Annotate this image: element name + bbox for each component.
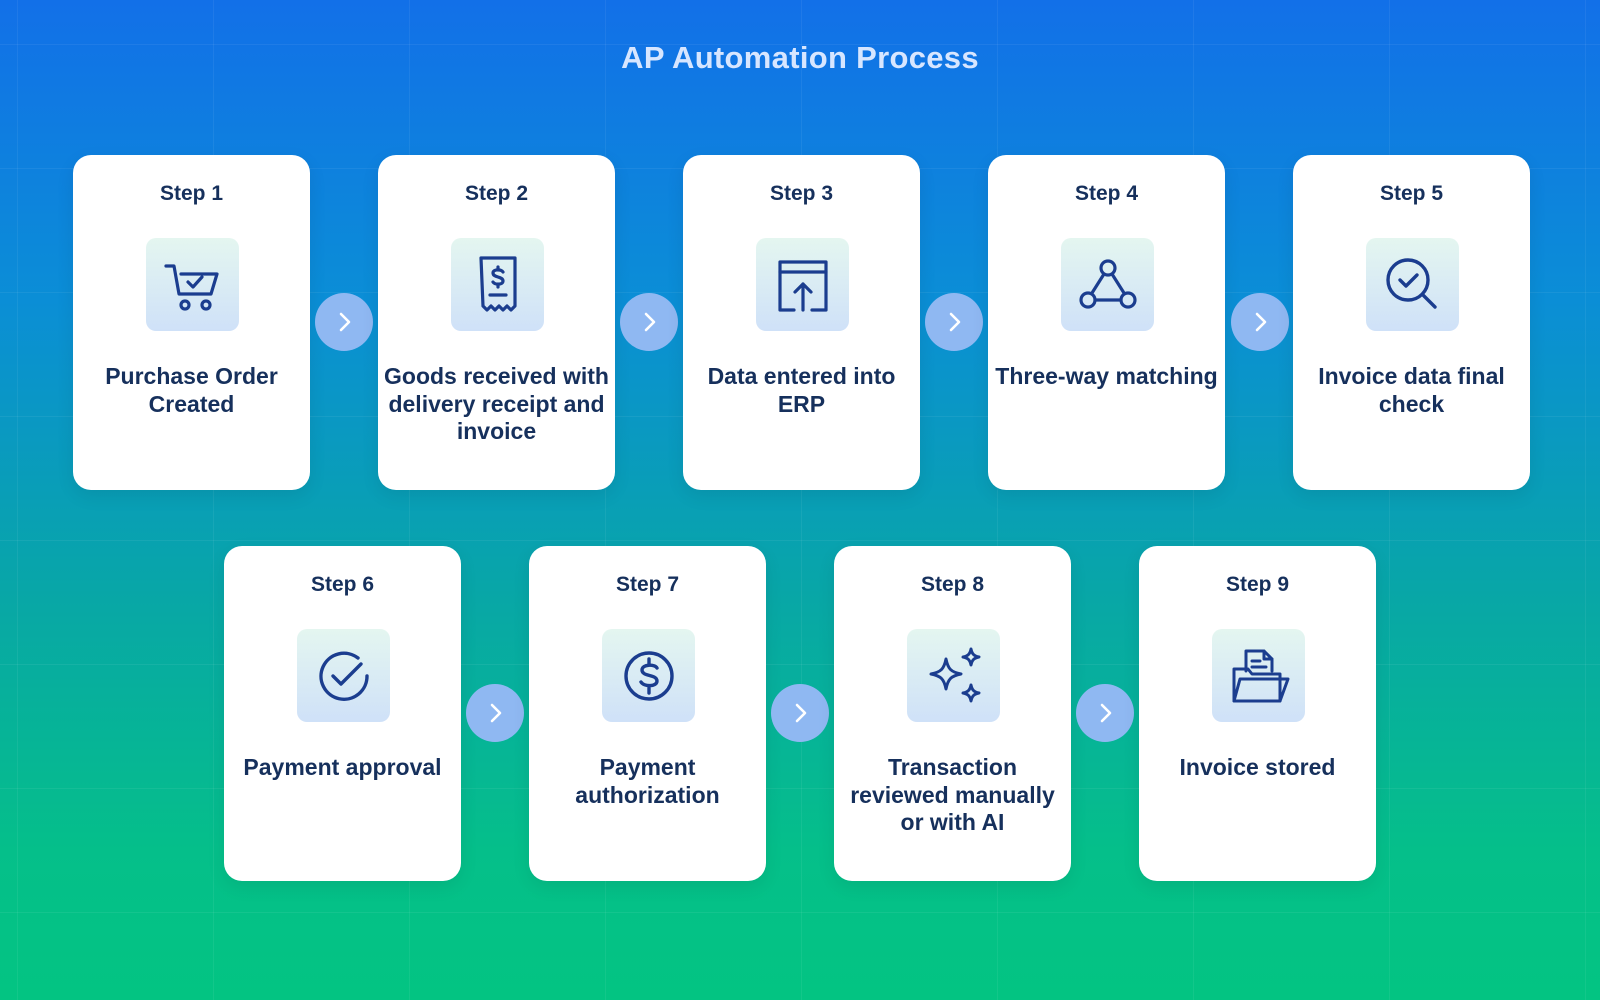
dollar-coin-icon bbox=[602, 629, 695, 722]
shopping-cart-check-icon bbox=[146, 238, 239, 331]
step-description: Transaction reviewed manually or with AI bbox=[850, 754, 1055, 835]
next-arrow-icon bbox=[466, 684, 524, 742]
step-description: Data entered into ERP bbox=[707, 363, 896, 417]
step-card-7: Step 7 Payment authorization bbox=[529, 546, 766, 881]
page-title: AP Automation Process bbox=[621, 40, 979, 75]
step-label: Step 9 bbox=[1225, 573, 1290, 596]
step-description: Three-way matching bbox=[995, 363, 1218, 389]
step-description: Goods received with delivery receipt and… bbox=[384, 363, 609, 444]
step-card-6: Step 6 Payment approval bbox=[224, 546, 461, 881]
step-label: Step 2 bbox=[464, 182, 529, 205]
step-card-8: Step 8 Transaction reviewed manually or … bbox=[834, 546, 1071, 881]
step-label: Step 4 bbox=[1074, 182, 1139, 205]
step-card-3: Step 3 Data entered into ERP bbox=[683, 155, 920, 490]
step-description: Purchase Order Created bbox=[105, 363, 278, 417]
step-description: Invoice data final check bbox=[1318, 363, 1505, 417]
step-description: Payment approval bbox=[243, 754, 442, 780]
step-label: Step 5 bbox=[1379, 182, 1444, 205]
step-description: Payment authorization bbox=[575, 754, 720, 808]
next-arrow-icon bbox=[1076, 684, 1134, 742]
step-label: Step 7 bbox=[615, 573, 680, 596]
sparkles-icon bbox=[907, 629, 1000, 722]
magnifier-check-icon bbox=[1366, 238, 1459, 331]
step-label: Step 3 bbox=[769, 182, 834, 205]
step-card-1: Step 1 Purchase Order Created bbox=[73, 155, 310, 490]
upload-window-icon bbox=[756, 238, 849, 331]
next-arrow-icon bbox=[315, 293, 373, 351]
receipt-dollar-icon bbox=[451, 238, 544, 331]
step-label: Step 1 bbox=[159, 182, 224, 205]
next-arrow-icon bbox=[1231, 293, 1289, 351]
step-card-9: Step 9 Invoice stored bbox=[1139, 546, 1376, 881]
circle-check-icon bbox=[297, 629, 390, 722]
step-label: Step 8 bbox=[920, 573, 985, 596]
step-description: Invoice stored bbox=[1179, 754, 1336, 780]
step-card-2: Step 2 Goods received with delivery rece… bbox=[378, 155, 615, 490]
folder-document-icon bbox=[1212, 629, 1305, 722]
three-node-network-icon bbox=[1061, 238, 1154, 331]
next-arrow-icon bbox=[771, 684, 829, 742]
step-card-5: Step 5 Invoice data final check bbox=[1293, 155, 1530, 490]
step-card-4: Step 4 Three-way matching bbox=[988, 155, 1225, 490]
next-arrow-icon bbox=[925, 293, 983, 351]
step-label: Step 6 bbox=[310, 573, 375, 596]
next-arrow-icon bbox=[620, 293, 678, 351]
